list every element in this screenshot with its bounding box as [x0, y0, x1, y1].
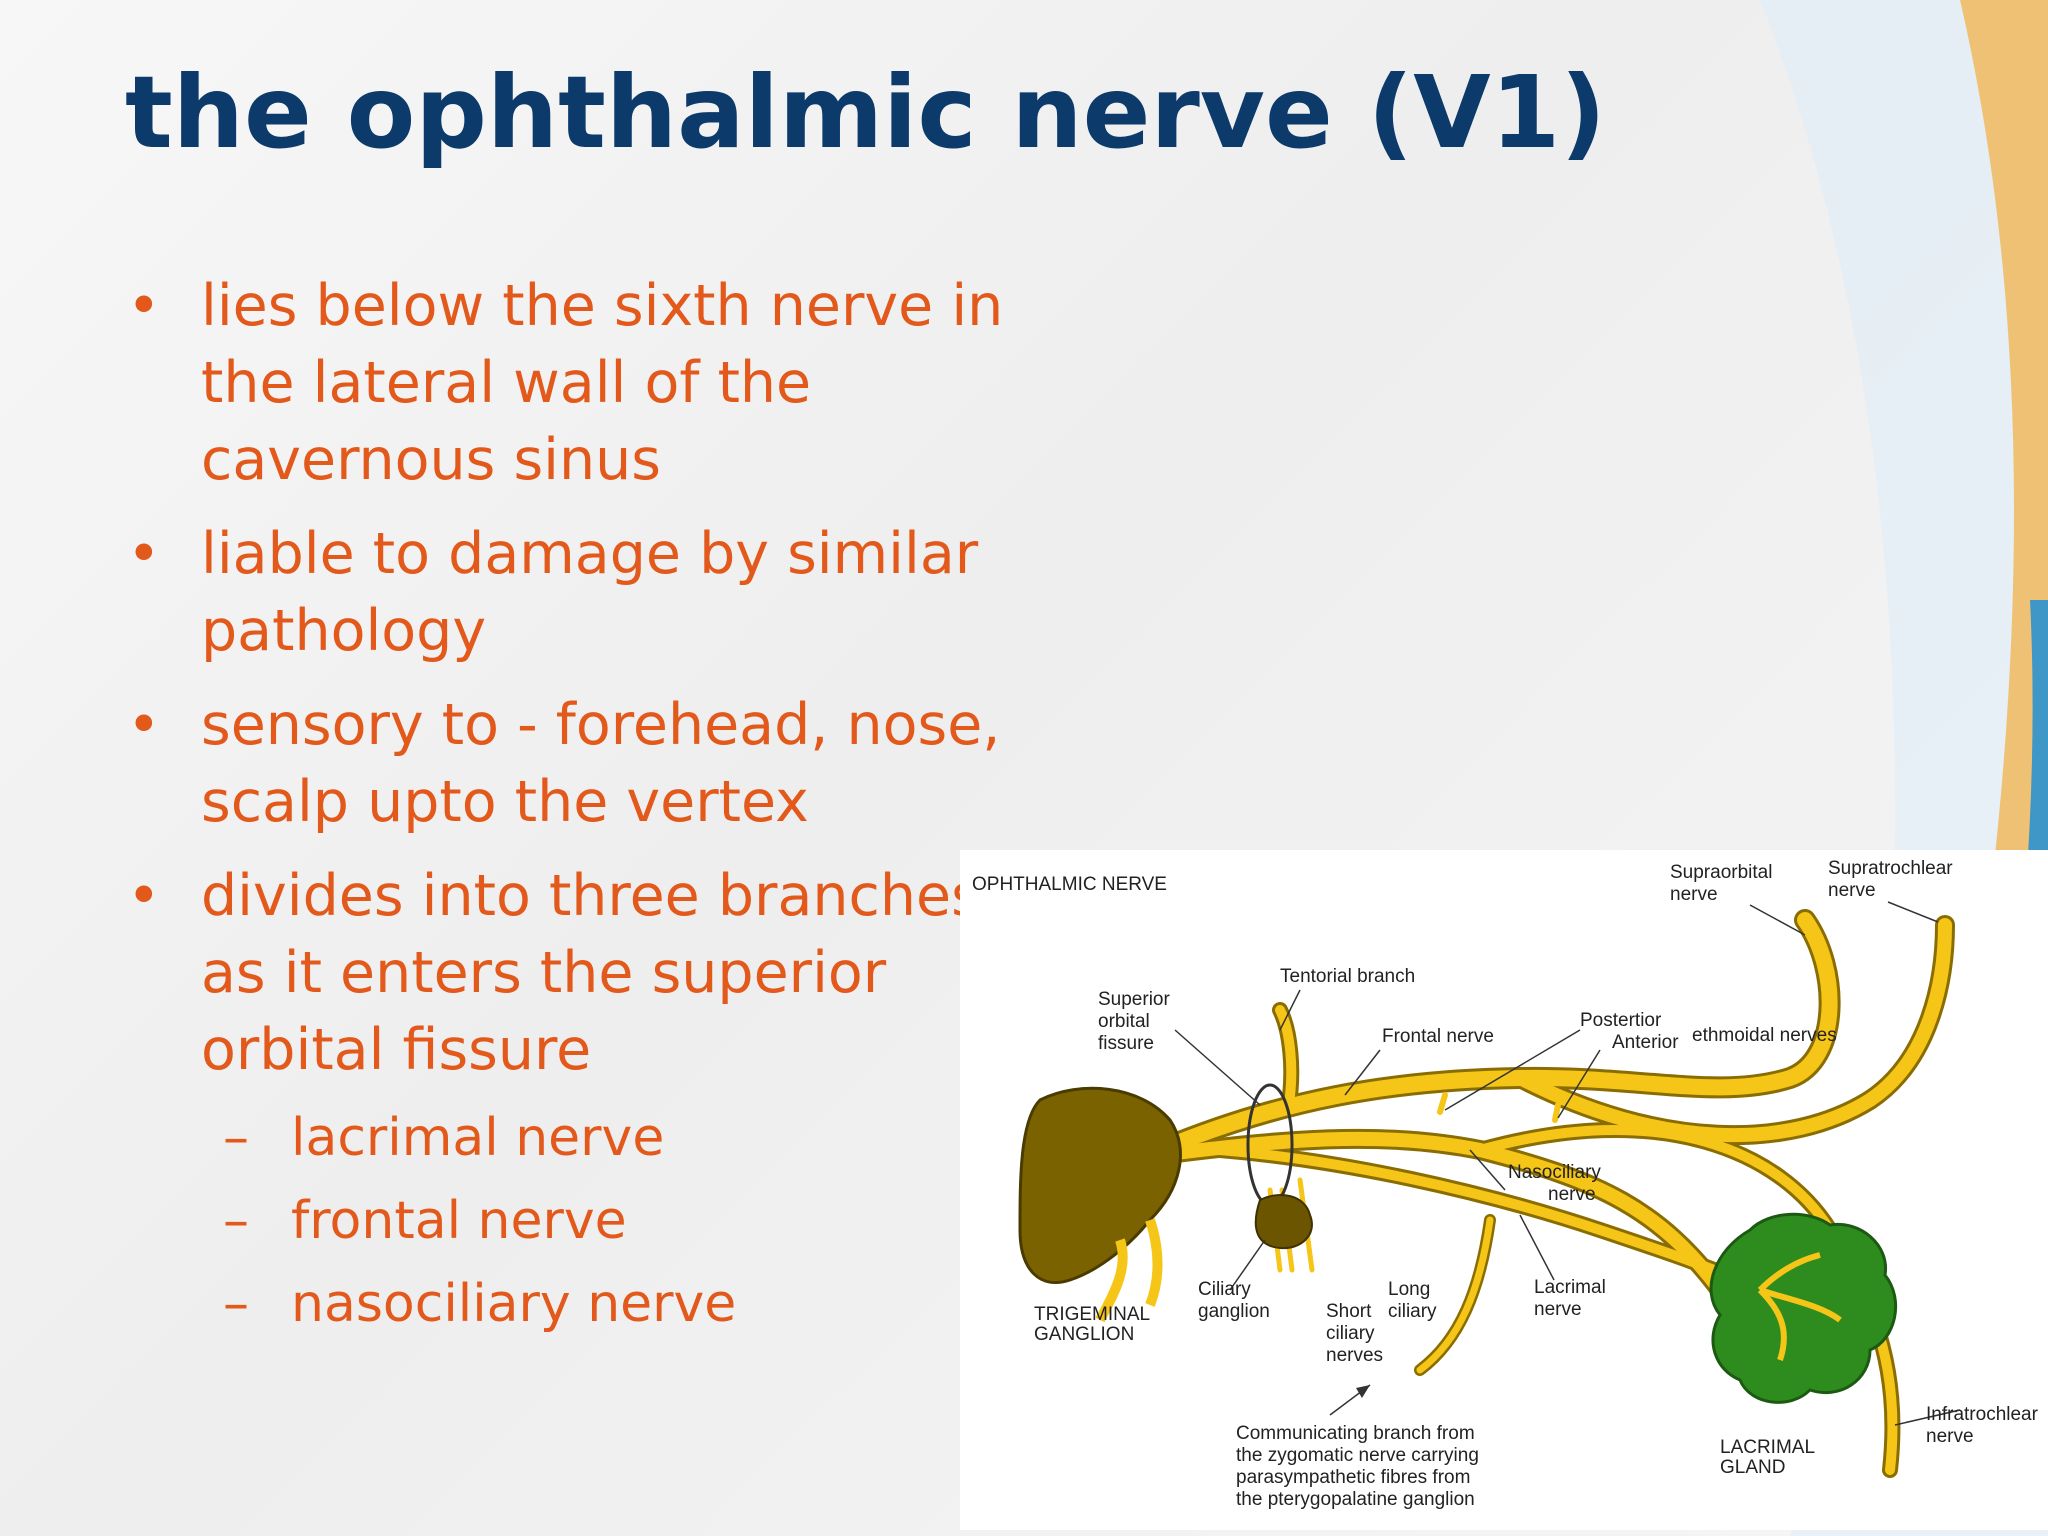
bullet-text: lies below the sixth nerve in the latera…: [201, 273, 1004, 493]
communicating-arrowhead: [1356, 1385, 1370, 1398]
label-communicating-3: parasympathetic fibres from: [1236, 1467, 1470, 1488]
leader-sup-orbital: [1174, 1029, 1261, 1106]
label-communicating-2: the zygomatic nerve carrying: [1236, 1445, 1479, 1466]
label-anterior: Anterior: [1612, 1032, 1679, 1053]
lacrimal-gland-branches: [1757, 1252, 1842, 1361]
label-communicating-4: the pterygopalatine ganglion: [1236, 1489, 1475, 1510]
bullet-item: • divides into three branches as it ente…: [125, 858, 1025, 1346]
communicating-outline: [1414, 1214, 1496, 1376]
label-short-ciliary-2: ciliary: [1326, 1323, 1375, 1344]
label-ciliary-ganglion-2: ganglion: [1198, 1301, 1270, 1322]
label-tentorial: Tentorial branch: [1280, 966, 1415, 987]
diagram-svg: OPHTHALMIC NERVE Supraorbital nerve Supr…: [972, 858, 2039, 1510]
bullet-item: • sensory to - forehead, nose, scalp upt…: [125, 687, 1025, 841]
label-supratrochlear-2: nerve: [1828, 880, 1876, 901]
sub-bullet-dash: –: [223, 1108, 249, 1168]
leader-frontal: [1344, 1049, 1381, 1096]
diagram-labels: OPHTHALMIC NERVE Supraorbital nerve Supr…: [972, 858, 2039, 1510]
label-infratrochlear-1: Infratrochlear: [1926, 1404, 2039, 1425]
label-nasociliary-2: nerve: [1548, 1184, 1596, 1205]
label-supratrochlear-1: Supratrochlear: [1828, 858, 1953, 879]
bullet-text: sensory to - forehead, nose, scalp upto …: [201, 692, 1001, 835]
label-short-ciliary-1: Short: [1326, 1301, 1372, 1322]
label-sup-orbital-2: orbital: [1098, 1011, 1150, 1032]
leader-lines: [1174, 901, 1961, 1426]
label-frontal: Frontal nerve: [1382, 1026, 1494, 1047]
label-sup-orbital-3: fissure: [1098, 1033, 1154, 1054]
communicating-branch: [1416, 1216, 1494, 1374]
bullet-dot: •: [127, 692, 161, 758]
label-sup-orbital-1: Superior: [1098, 989, 1170, 1010]
label-trigeminal-1: TRIGEMINAL: [1034, 1304, 1150, 1325]
leader-infratrochlear: [1894, 1409, 1961, 1426]
label-long-ciliary-1: Long: [1388, 1279, 1430, 1300]
leader-ciliary-ganglion: [1229, 1239, 1266, 1291]
leader-anterior: [1557, 1049, 1601, 1119]
bullet-item: • liable to damage by similar pathology: [125, 516, 1025, 670]
leader-lacrimal: [1519, 1214, 1555, 1281]
sub-bullet-item: – lacrimal nerve: [201, 1097, 1025, 1180]
label-ciliary-ganglion-1: Ciliary: [1198, 1279, 1251, 1300]
bullet-list: • lies below the sixth nerve in the late…: [125, 268, 1025, 1363]
label-lacrimal-nerve-1: Lacrimal: [1534, 1277, 1606, 1298]
label-long-ciliary-2: ciliary: [1388, 1301, 1437, 1322]
sub-bullet-text: lacrimal nerve: [291, 1108, 665, 1168]
lacrimal-gland-shape: [1709, 1212, 1898, 1404]
label-supraorbital-1: Supraorbital: [1670, 862, 1772, 883]
sub-bullet-dash: –: [223, 1274, 249, 1334]
bullet-item: • lies below the sixth nerve in the late…: [125, 268, 1025, 499]
bullet-text: liable to damage by similar pathology: [201, 521, 979, 664]
ganglion-root: [1095, 1218, 1163, 1323]
label-communicating-1: Communicating branch from: [1236, 1423, 1475, 1444]
sub-bullet-dash: –: [223, 1191, 249, 1251]
lacrimal-nerve: [1215, 1145, 1765, 1295]
bullet-dot: •: [127, 273, 161, 339]
label-lacrimal-gland-2: GLAND: [1720, 1457, 1785, 1478]
label-lacrimal-nerve-2: nerve: [1534, 1299, 1582, 1320]
sub-bullet-item: – frontal nerve: [201, 1180, 1025, 1263]
leader-supraorbital: [1749, 904, 1806, 936]
tentorial-branch: [1275, 1005, 1297, 1115]
label-ethmoidal: ethmoidal nerves: [1692, 1025, 1837, 1046]
leader-tentorial: [1279, 989, 1301, 1031]
label-lacrimal-gland-1: LACRIMAL: [1720, 1437, 1815, 1458]
ophthalmic-nerve-diagram: OPHTHALMIC NERVE Supraorbital nerve Supr…: [960, 850, 2048, 1530]
slide-title: the ophthalmic nerve (V1): [125, 54, 1606, 171]
leader-supratrochlear: [1887, 901, 1939, 923]
supratrochlear-nerve: [1513, 918, 1952, 1143]
posterior-ethmoidal-stub: [1437, 1092, 1448, 1115]
leader-nasociliary: [1469, 1149, 1506, 1191]
ciliary-ganglion-shape: [1254, 1194, 1313, 1250]
label-trigeminal-2: GANGLION: [1034, 1324, 1134, 1345]
leader-posterior: [1444, 1029, 1581, 1111]
sub-bullet-text: frontal nerve: [291, 1191, 627, 1251]
bullet-text: divides into three branches as it enters…: [201, 863, 981, 1083]
label-posterior: Postertior: [1580, 1010, 1662, 1031]
anterior-ethmoidal-stub: [1552, 1102, 1561, 1123]
bullet-dot: •: [127, 863, 161, 929]
label-supraorbital-2: nerve: [1670, 884, 1718, 905]
figure-heading: OPHTHALMIC NERVE: [972, 874, 1167, 895]
label-infratrochlear-2: nerve: [1926, 1426, 1974, 1447]
sub-bullet-text: nasociliary nerve: [291, 1274, 737, 1334]
label-short-ciliary-3: nerves: [1326, 1345, 1383, 1366]
sub-bullet-list: – lacrimal nerve – frontal nerve – nasoc…: [201, 1097, 1025, 1346]
bullet-dot: •: [127, 521, 161, 587]
frontal-nerve: [1152, 912, 1838, 1158]
label-nasociliary-1: Nasociliary: [1508, 1162, 1601, 1183]
sub-bullet-item: – nasociliary nerve: [201, 1263, 1025, 1346]
